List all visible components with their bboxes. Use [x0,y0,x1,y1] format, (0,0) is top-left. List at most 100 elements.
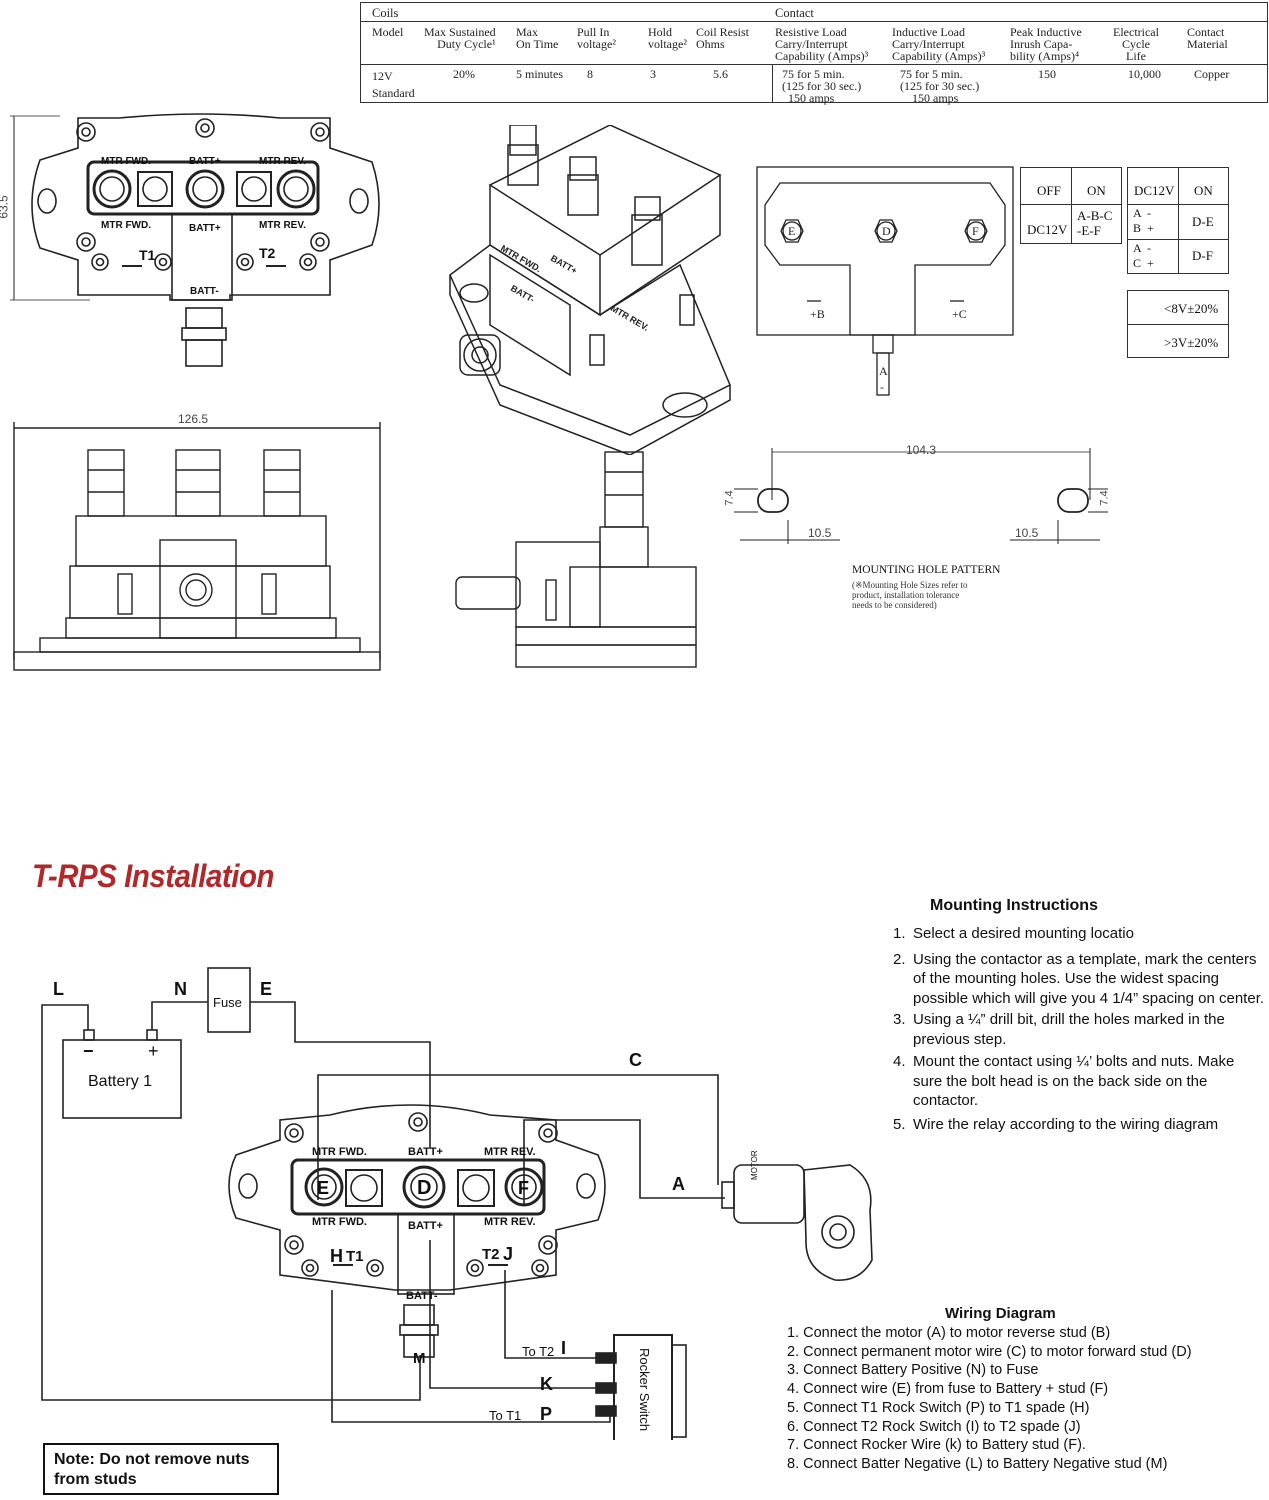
inst-label-batt-plus: BATT+ [408,1220,443,1232]
hole-height-left: 7.4 [723,490,736,506]
label-mtr-fwd: MTR FWD. [101,220,151,231]
list-item: 5.Wire the relay according to the wiring… [893,1115,1219,1133]
mounting-instructions-list: 1.Select a desired mounting locatio 2.Us… [893,924,1265,1136]
mounting-instructions-title: Mounting Instructions [930,897,1098,914]
mounting-spacing: 104.3 [906,443,937,457]
tt2-r2a: A - C + [1133,241,1154,270]
edge-left: 10.5 [808,526,832,540]
mounting-pattern-note: (※Mounting Hole Sizes refer to product, … [852,580,968,610]
header-pullin: Pull In voltage² [577,25,616,51]
table-rule [1128,204,1228,205]
row-hold: 3 [650,67,656,81]
wire-label-n: N [174,979,187,999]
schematic-pin-b: +B [810,307,825,321]
inst-terminal-d: D [417,1177,432,1199]
iso-label-mtr-fwd: MTR FWD. [499,243,543,274]
row-resist: 5.6 [713,67,728,81]
contact-group-header: Contact [775,6,814,20]
label-mtr-fwd: MTR FWD. [101,156,151,167]
wire-label-c: C [629,1050,642,1070]
list-item: 3. Connect Battery Positive (N) to Fuse [787,1362,1039,1379]
iso-label-batt-plus: BATT+ [549,253,579,276]
header-model: Model [372,25,404,39]
width-dimension: 126.5 [178,412,209,426]
inst-label-mtr-fwd: MTR FWD. [312,1216,367,1228]
row-resistive: 75 for 5 min. (125 for 30 sec.) 150 amps [782,67,862,105]
row-peak: 150 [1038,67,1056,81]
list-item: 6. Connect T2 Rock Switch (I) to T2 spad… [787,1418,1081,1435]
battery-minus: − [83,1041,94,1061]
tt2-on: ON [1194,183,1213,198]
row-ontime: 5 minutes [516,67,563,81]
side-view-drawing [455,451,697,668]
header-hold: Hold voltage² [648,25,687,51]
row-model: 12V Standard [372,69,415,100]
height-dimension: 63.5 [0,195,11,219]
mounting-pattern-title: MOUNTING HOLE PATTERN [852,564,1001,576]
voltage-table: <8V±20% >3V±20% [1127,290,1229,358]
header-resistive: Resistive Load Carry/Interrupt Capabilit… [775,25,869,63]
inst-label-t1: T1 [346,1248,364,1265]
row-material: Copper [1194,67,1230,81]
table-rule [1021,204,1121,205]
to-t1-label: To T1 [489,1408,522,1423]
inst-label-batt-plus: BATT+ [408,1146,443,1158]
header-resist: Coil Resist Ohms [696,25,750,51]
tt1-dc: DC12V [1027,222,1068,237]
table-rule [1071,168,1072,243]
wire-label-i: I [561,1338,567,1358]
list-item: 8. Connect Batter Negative (L) to Batter… [787,1455,1168,1472]
front-view-drawing [13,422,381,671]
edge-right: 10.5 [1015,526,1039,540]
list-item: 1. Connect the motor (A) to motor revers… [787,1325,1111,1341]
wiring-schematic [41,967,873,1440]
inst-label-batt-minus: BATT- [406,1290,438,1302]
motor-label: MOTOR [750,1150,759,1180]
wire-label-p: P [540,1404,553,1424]
inst-label-mtr-rev: MTR REV. [484,1146,536,1158]
iso-label-mtr-rev: MTR REV. [609,303,651,333]
inst-label-t2: T2 [482,1246,500,1263]
to-t2-label: To T2 [522,1344,555,1359]
rocker-switch-label: Rocker Switch [637,1348,652,1432]
fuse-label: Fuse [213,995,242,1010]
header-peak: Peak Inductive Inrush Capa- bility (Amps… [1010,25,1082,63]
list-item: 2. Connect permanent motor wire (C) to m… [787,1343,1192,1360]
label-t2: T2 [259,245,276,261]
row-inductive: 75 for 5 min. (125 for 30 sec.) 150 amps [900,67,980,105]
row-duty: 20% [453,67,475,81]
list-item: 1.Select a desired mounting locatio [893,925,1134,942]
coils-group-header: Coils [372,6,399,20]
header-ontime: Max On Time [516,25,559,51]
voltage-hold: >3V±20% [1164,335,1219,350]
voltage-pull-in: <8V±20% [1164,301,1219,316]
schematic-terminal-f: F [972,224,979,238]
schematic-terminal-e: E [788,224,795,238]
label-t1: T1 [139,247,156,263]
row-life: 10,000 [1128,67,1161,81]
list-item: 7. Connect Rocker Wire (k) to Battery st… [787,1437,1086,1454]
wire-label-h: H [330,1246,343,1266]
hole-height-right: 7.4 [1098,490,1111,506]
inst-terminal-f: F [518,1178,529,1198]
list-item: 4. Connect wire (E) from fuse to Battery… [787,1381,1109,1398]
battery-label: Battery 1 [88,1073,153,1090]
isometric-view-drawing: MTR FWD. BATT+ BATT- MTR REV. [449,125,731,455]
schematic-pin-a-minus: - [880,380,884,394]
wire-label-k: K [540,1374,553,1394]
table-rule [1178,168,1179,273]
schematic-pin-a: A [879,364,888,378]
table-rule [1128,239,1228,240]
spec-table: Coils Contact Model Max Sustained Duty C… [360,2,1268,105]
inst-terminal-e: E [317,1178,330,1198]
schematic-terminal-d: D [882,224,891,238]
header-life: Electrical Cycle Life [1113,25,1159,63]
wire-label-a: A [672,1174,685,1194]
wire-label-e: E [260,979,273,999]
studs-note: Note: Do not remove nuts from studs [43,1443,279,1495]
list-item: 5. Connect T1 Rock Switch (P) to T1 spad… [787,1399,1090,1416]
tt1-conn: A-B-C -E-F [1077,208,1113,238]
label-mtr-rev: MTR REV. [259,156,306,167]
row-pullin: 8 [587,67,593,81]
wire-label-j: J [503,1244,514,1264]
